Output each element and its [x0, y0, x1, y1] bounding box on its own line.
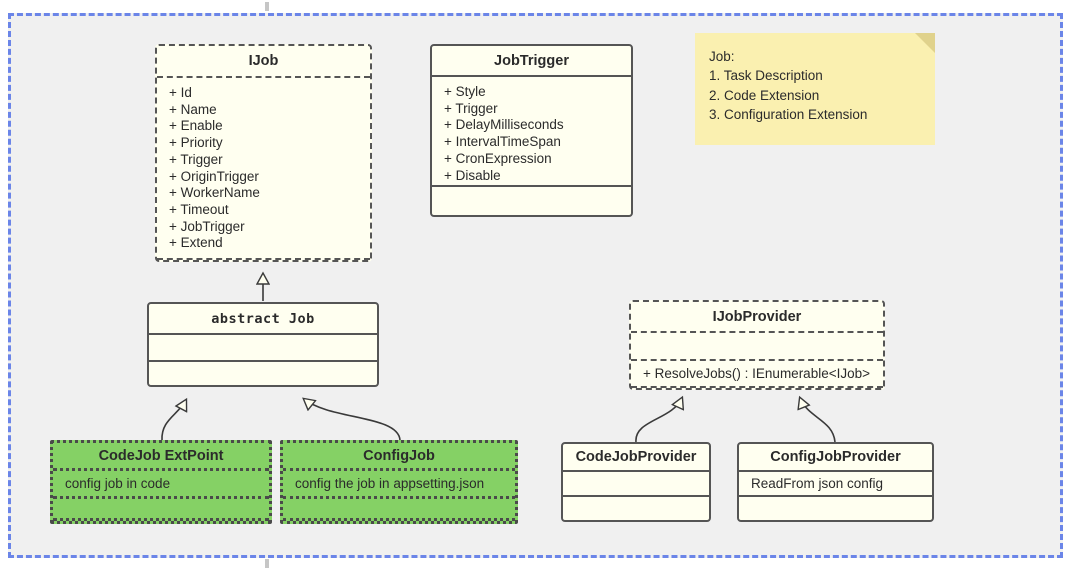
class-title-abstract-job: abstract Job: [149, 304, 377, 335]
class-box-abstract-job[interactable]: abstract Job: [147, 302, 379, 387]
class-box-codejob-extpoint[interactable]: CodeJob ExtPoint config job in code: [50, 440, 272, 524]
attribute-row: + Id: [169, 85, 192, 100]
class-methods-jobtrigger: [432, 187, 631, 215]
attribute-row: + Style: [444, 84, 486, 99]
class-title-jobtrigger: JobTrigger: [432, 46, 631, 77]
class-attributes-ijobprovider: [631, 333, 883, 361]
class-methods-codejobprovider: [563, 497, 709, 520]
note-line: 3. Configuration Extension: [709, 107, 868, 123]
class-box-ijobprovider[interactable]: IJobProvider + ResolveJobs() : IEnumerab…: [629, 300, 885, 390]
class-methods-codejob-extpoint: [53, 499, 269, 521]
selection-handle-top[interactable]: [265, 2, 269, 11]
class-box-configjobprovider[interactable]: ConfigJobProvider ReadFrom json config: [737, 442, 934, 522]
class-title-configjobprovider: ConfigJobProvider: [739, 444, 932, 472]
class-box-ijob[interactable]: IJob + Id + Name + Enable + Priority + T…: [155, 44, 372, 262]
class-box-configjob[interactable]: ConfigJob config the job in appsetting.j…: [280, 440, 518, 524]
class-methods-configjobprovider: [739, 497, 932, 520]
attribute-row: + DelayMilliseconds: [444, 117, 564, 133]
class-title-configjob: ConfigJob: [283, 443, 515, 471]
attribute-row: + Priority: [169, 135, 223, 151]
class-title-codejobprovider: CodeJobProvider: [563, 444, 709, 472]
class-title-ijob: IJob: [157, 46, 370, 78]
note-job-extension[interactable]: Job: 1. Task Description 2. Code Extensi…: [695, 33, 935, 145]
note-fold-icon: [915, 33, 935, 53]
selection-handle-bottom[interactable]: [265, 559, 269, 568]
attribute-row: + Timeout: [169, 201, 229, 217]
class-attributes-ijob: + Id + Name + Enable + Priority + Trigge…: [157, 78, 370, 260]
attribute-row: + CronExpression: [444, 150, 552, 166]
attribute-row: + Disable: [444, 167, 501, 183]
attribute-row: + Trigger: [169, 151, 223, 167]
attribute-row: + Name: [169, 101, 217, 117]
class-attribute-configjobprovider: ReadFrom json config: [739, 472, 932, 497]
attribute-row: + Enable: [169, 118, 223, 134]
class-attributes-jobtrigger: + Style + Trigger + DelayMilliseconds + …: [432, 77, 631, 187]
class-box-jobtrigger[interactable]: JobTrigger + Style + Trigger + DelayMill…: [430, 44, 633, 217]
attribute-row: + Trigger: [444, 100, 498, 116]
note-line: 2. Code Extension: [709, 87, 820, 103]
class-attributes-codejobprovider: [563, 472, 709, 497]
attribute-row: + WorkerName: [169, 185, 260, 201]
attribute-row: + IntervalTimeSpan: [444, 134, 561, 150]
attribute-row: + Extend: [169, 235, 223, 251]
class-title-codejob-extpoint: CodeJob ExtPoint: [53, 443, 269, 471]
class-attributes-abstract-job: [149, 335, 377, 362]
attribute-row: + OriginTrigger: [169, 168, 259, 184]
class-title-ijobprovider: IJobProvider: [631, 302, 883, 333]
class-attribute-codejob-extpoint: config job in code: [53, 471, 269, 499]
note-line: 1. Task Description: [709, 68, 823, 84]
note-line: Job:: [709, 49, 735, 64]
class-methods-configjob: [283, 499, 515, 521]
class-attribute-configjob: config the job in appsetting.json: [283, 471, 515, 499]
class-box-codejobprovider[interactable]: CodeJobProvider: [561, 442, 711, 522]
class-methods-abstract-job: [149, 362, 377, 387]
attribute-row: + JobTrigger: [169, 218, 245, 234]
class-method-ijobprovider: + ResolveJobs() : IEnumerable<IJob>: [631, 361, 883, 388]
